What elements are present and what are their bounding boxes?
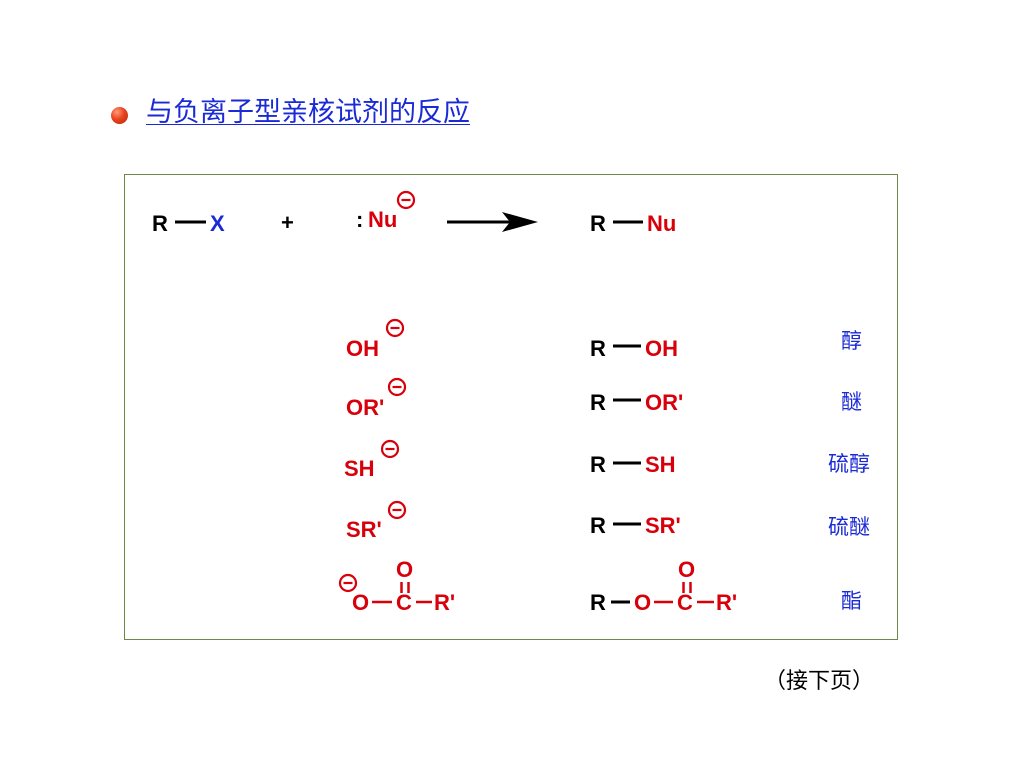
class-label-ether: 醚 xyxy=(841,390,862,414)
product-r: R xyxy=(590,513,606,538)
substrate-r: R xyxy=(152,211,168,236)
ester-o-top: O xyxy=(678,557,695,582)
carboxylate-o: O xyxy=(352,590,369,615)
charge-icon xyxy=(338,573,358,593)
product-r: R xyxy=(590,336,606,361)
product-thioether-group: SR' xyxy=(645,513,681,538)
carboxylate-r: R' xyxy=(434,590,455,615)
product-r: R xyxy=(590,211,606,236)
reaction-box xyxy=(124,174,898,640)
nucleophile-charge-icon xyxy=(396,190,416,210)
slide-heading: 与负离子型亲核试剂的反应 xyxy=(146,97,470,128)
charge-icon xyxy=(387,377,407,397)
reaction-arrow-head-icon xyxy=(502,212,538,232)
product-ether-group: OR' xyxy=(645,390,683,415)
bullet-icon xyxy=(111,107,128,124)
product-r: R xyxy=(590,390,606,415)
class-label-alcohol: 醇 xyxy=(841,329,862,353)
carboxylate-o-top: O xyxy=(396,557,413,582)
charge-icon xyxy=(387,500,407,520)
ester-c: C xyxy=(677,590,693,615)
product-alcohol-group: OH xyxy=(645,336,678,361)
plus-sign: + xyxy=(281,210,294,235)
class-label-ester: 酯 xyxy=(841,589,862,613)
nucleophile-label: Nu xyxy=(368,207,397,232)
ester-o: O xyxy=(634,590,651,615)
reagent-thiolate: SR' xyxy=(346,517,382,542)
product-r: R xyxy=(590,452,606,477)
reagent-hydroxide: OH xyxy=(346,336,379,361)
continued-note: （接下页） xyxy=(764,669,875,694)
lone-pair-colon: : xyxy=(356,207,363,232)
product-nu: Nu xyxy=(647,211,676,236)
product-r: R xyxy=(590,590,606,615)
reagent-hydrosulfide: SH xyxy=(344,456,375,481)
charge-icon xyxy=(380,439,400,459)
class-label-thioether: 硫醚 xyxy=(828,515,870,539)
product-thiol-group: SH xyxy=(645,452,676,477)
substrate-x: X xyxy=(210,211,225,236)
carboxylate-c: C xyxy=(396,590,412,615)
class-label-thiol: 硫醇 xyxy=(828,452,870,476)
reagent-alkoxide: OR' xyxy=(346,395,384,420)
ester-r-prime: R' xyxy=(716,590,737,615)
charge-icon xyxy=(385,318,405,338)
